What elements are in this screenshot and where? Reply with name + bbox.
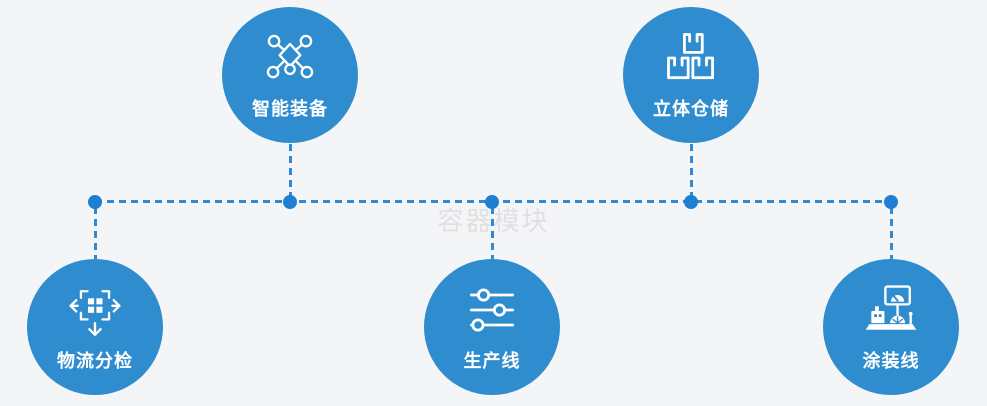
sliders-icon <box>469 288 515 332</box>
branch-line-stereo-warehouse <box>689 144 693 196</box>
stacked-boxes-icon <box>667 32 714 80</box>
node-stereo-warehouse: 立体仓储 <box>623 7 759 143</box>
node-painting-line: 涂装线 <box>823 259 959 395</box>
branch-line-logistics-sorting <box>93 207 97 259</box>
machine-monitor-icon <box>865 285 917 330</box>
node-label: 立体仓储 <box>653 99 729 119</box>
node-label: 涂装线 <box>862 351 920 371</box>
network-nodes-icon <box>266 34 314 79</box>
junction-dot <box>684 195 698 209</box>
node-label: 物流分检 <box>57 351 133 371</box>
branch-line-production-line <box>490 207 494 259</box>
node-label: 生产线 <box>463 351 521 371</box>
node-smart-equipment: 智能装备 <box>222 7 358 143</box>
node-production-line: 生产线 <box>424 259 560 395</box>
node-logistics-sorting: 物流分检 <box>27 259 163 395</box>
junction-dot <box>283 195 297 209</box>
junction-dot <box>88 195 102 209</box>
branch-line-smart-equipment <box>288 144 292 196</box>
node-label: 智能装备 <box>252 99 328 119</box>
junction-dot <box>485 195 499 209</box>
junction-dot <box>884 195 898 209</box>
sorting-arrows-icon <box>69 290 121 337</box>
branch-line-painting-line <box>889 207 893 259</box>
